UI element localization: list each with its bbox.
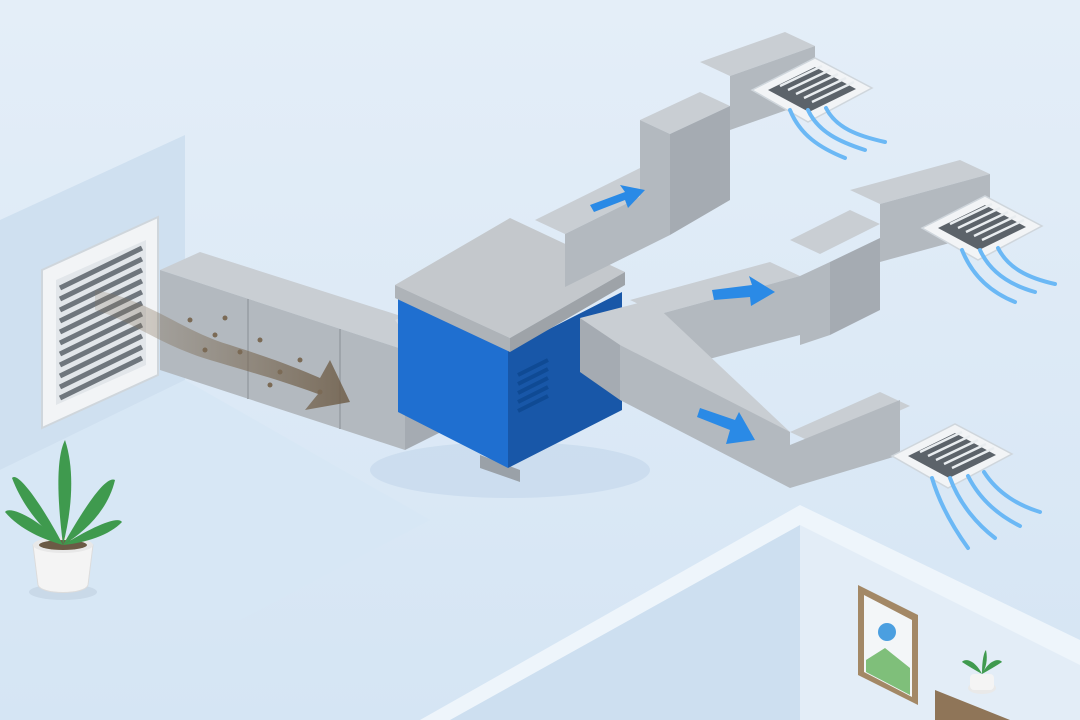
dust-particle xyxy=(187,317,193,323)
diffuser-slat xyxy=(779,64,823,88)
clean-air-streams xyxy=(788,106,1057,550)
left-floor xyxy=(0,380,430,620)
diffuser-slat xyxy=(951,446,995,470)
arrow-top xyxy=(590,185,645,212)
grille-slat xyxy=(58,245,144,291)
dust-particle xyxy=(237,349,243,355)
arrow-bottom xyxy=(697,408,755,444)
grille-slat xyxy=(58,322,144,368)
framed-picture-icon xyxy=(858,585,918,705)
diffuser-slat xyxy=(787,68,831,92)
diffuser-slat xyxy=(981,218,1025,242)
grille-slat xyxy=(58,355,144,401)
stream-middle xyxy=(960,246,1057,304)
stream-top xyxy=(788,106,887,160)
dust-particle xyxy=(267,382,273,388)
grille-slat xyxy=(58,267,144,313)
clean-air-arrows xyxy=(590,185,775,444)
outlet-duct-middle xyxy=(630,160,990,372)
dust-particle xyxy=(317,389,323,395)
grille-slat xyxy=(58,333,144,379)
potted-plant-icon xyxy=(5,440,122,600)
outlet-diffuser-icon xyxy=(750,57,1044,489)
unit-vent-slot xyxy=(517,385,549,404)
cabinet xyxy=(935,690,1010,720)
small-plant xyxy=(962,650,1002,694)
stream-bottom xyxy=(930,470,1042,550)
unit-vent-slot xyxy=(517,367,549,386)
dust-particle xyxy=(277,369,283,375)
diffuser-slat xyxy=(803,76,847,100)
intake-grille-icon xyxy=(41,215,159,430)
diffuser-slat xyxy=(919,430,963,454)
grille-slat xyxy=(58,289,144,335)
dust-particle xyxy=(257,337,263,343)
dust-particle xyxy=(212,332,218,338)
diffuser-slat xyxy=(935,438,979,462)
grille-slat xyxy=(58,344,144,390)
room-side-wall xyxy=(450,525,800,720)
diffuser-bottom xyxy=(890,423,1014,489)
unit-vent-slot xyxy=(517,376,549,395)
unit-vent-slot xyxy=(517,394,549,413)
diffuser-middle xyxy=(920,195,1044,261)
unit-vent-slot xyxy=(517,358,549,377)
diffuser-slat xyxy=(811,80,855,104)
dust-particle xyxy=(297,357,303,363)
diffuser-slat xyxy=(943,442,987,466)
diffuser-slat xyxy=(927,434,971,458)
diffuser-slat xyxy=(965,210,1009,234)
grille-slat xyxy=(58,256,144,302)
diffuser-slat xyxy=(957,206,1001,230)
arrow-middle xyxy=(712,276,775,306)
air-handling-unit-icon xyxy=(395,218,625,482)
diffuser-top xyxy=(750,57,874,123)
diffuser-slat xyxy=(795,72,839,96)
dirty-air-flow xyxy=(95,290,350,410)
diffuser-slat xyxy=(973,214,1017,238)
dust-particle xyxy=(202,347,208,353)
dust-particle xyxy=(222,315,228,321)
diffuser-slat xyxy=(949,202,993,226)
